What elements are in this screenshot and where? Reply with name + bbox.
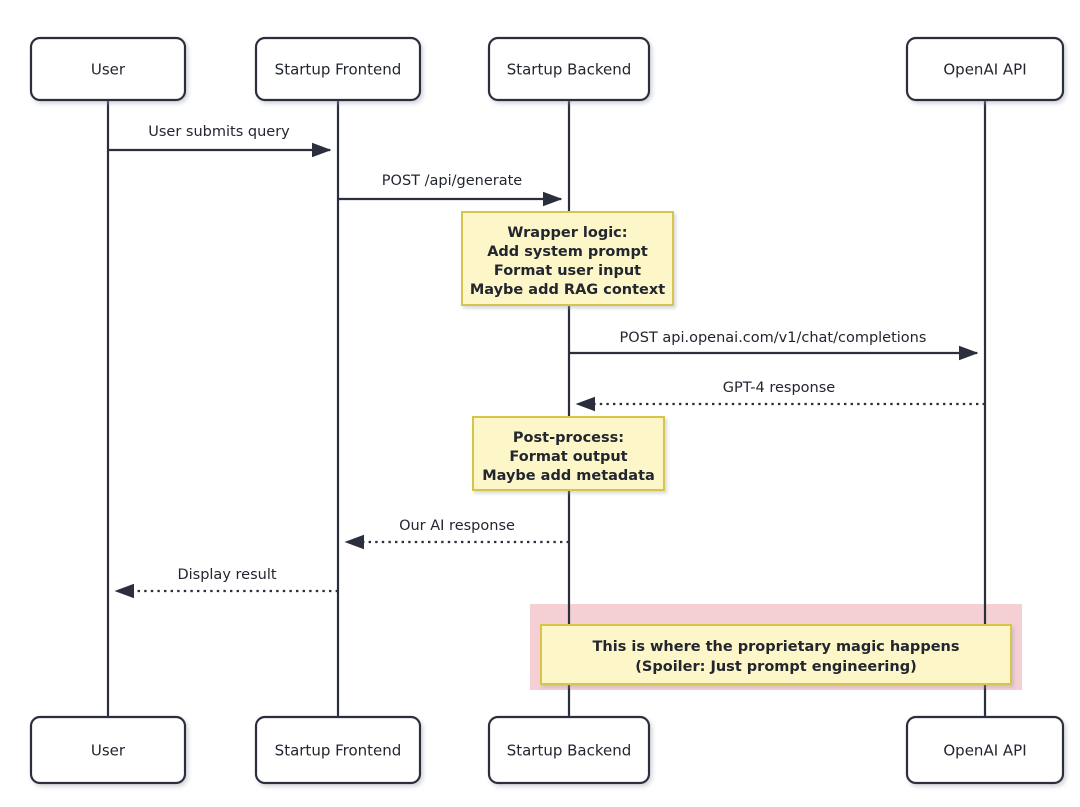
participant-box-user-top[interactable]	[29, 36, 187, 102]
bottom-participants-group: User Startup Frontend Startup Backend Op…	[29, 715, 1065, 785]
note-wrapper-logic-box[interactable]	[461, 211, 674, 306]
participant-box-frontend-bottom[interactable]	[254, 715, 422, 785]
participant-box-frontend-top[interactable]	[254, 36, 422, 102]
participant-top-openai[interactable]: OpenAI API	[905, 36, 1065, 102]
note-proprietary-magic-box[interactable]	[540, 624, 1012, 685]
message-post-api-generate: POST /api/generate	[338, 173, 563, 207]
participant-bottom-backend[interactable]: Startup Backend	[487, 715, 651, 785]
participant-label-openai-bottom: OpenAI API	[943, 742, 1026, 760]
note-wrapper-logic-line-3: Format user input	[494, 263, 641, 279]
participant-box-backend-top[interactable]	[487, 36, 651, 102]
participant-label-backend-bottom: Startup Backend	[507, 742, 632, 760]
top-participants-group: User Startup Frontend Startup Backend Op…	[29, 36, 1065, 102]
note-wrapper-logic[interactable]: Wrapper logic: Add system prompt Format …	[461, 211, 674, 306]
participant-label-frontend-bottom: Startup Frontend	[275, 742, 402, 760]
messages-group: User submits query POST /api/generate PO…	[108, 124, 985, 599]
participant-label-backend-top: Startup Backend	[507, 61, 632, 79]
note-post-process-line-3: Maybe add metadata	[482, 468, 655, 484]
participant-label-openai-top: OpenAI API	[943, 61, 1026, 79]
note-post-process-line-1: Post-process:	[513, 430, 624, 446]
note-post-process-line-2: Format output	[509, 449, 627, 465]
message-label-m3: POST api.openai.com/v1/chat/completions	[620, 330, 927, 346]
message-post-openai-completions: POST api.openai.com/v1/chat/completions	[569, 330, 979, 361]
message-label-m6: Display result	[177, 567, 276, 583]
note-wrapper-logic-line-4: Maybe add RAG context	[470, 282, 665, 298]
message-our-ai-response: Our AI response	[344, 518, 569, 550]
message-label-m1: User submits query	[148, 124, 290, 140]
participant-top-frontend[interactable]: Startup Frontend	[254, 36, 422, 102]
participant-box-user-bottom[interactable]	[29, 715, 187, 785]
message-label-m4: GPT-4 response	[723, 380, 836, 396]
note-wrapper-logic-line-1: Wrapper logic:	[507, 225, 627, 241]
note-proprietary-magic-line-2: (Spoiler: Just prompt engineering)	[635, 659, 916, 675]
message-display-result: Display result	[114, 567, 338, 599]
participant-box-openai-bottom[interactable]	[905, 715, 1065, 785]
note-proprietary-magic-line-1: This is where the proprietary magic happ…	[593, 639, 960, 655]
notes-group: Wrapper logic: Add system prompt Format …	[461, 211, 1012, 685]
note-post-process-box[interactable]	[472, 416, 665, 491]
participant-box-backend-bottom[interactable]	[487, 715, 651, 785]
participant-top-backend[interactable]: Startup Backend	[487, 36, 651, 102]
participant-box-openai-top[interactable]	[905, 36, 1065, 102]
participant-bottom-openai[interactable]: OpenAI API	[905, 715, 1065, 785]
participant-bottom-frontend[interactable]: Startup Frontend	[254, 715, 422, 785]
participant-label-frontend-top: Startup Frontend	[275, 61, 402, 79]
message-user-submits-query: User submits query	[108, 124, 332, 158]
message-label-m2: POST /api/generate	[382, 173, 522, 189]
participant-top-user[interactable]: User	[29, 36, 187, 102]
message-label-m5: Our AI response	[399, 518, 515, 534]
participant-bottom-user[interactable]: User	[29, 715, 187, 785]
participant-label-user-bottom: User	[91, 742, 126, 760]
note-wrapper-logic-line-2: Add system prompt	[487, 244, 648, 260]
participant-label-user-top: User	[91, 61, 126, 79]
note-proprietary-magic[interactable]: This is where the proprietary magic happ…	[540, 624, 1012, 685]
note-post-process[interactable]: Post-process: Format output Maybe add me…	[472, 416, 665, 491]
message-gpt4-response: GPT-4 response	[575, 380, 985, 412]
